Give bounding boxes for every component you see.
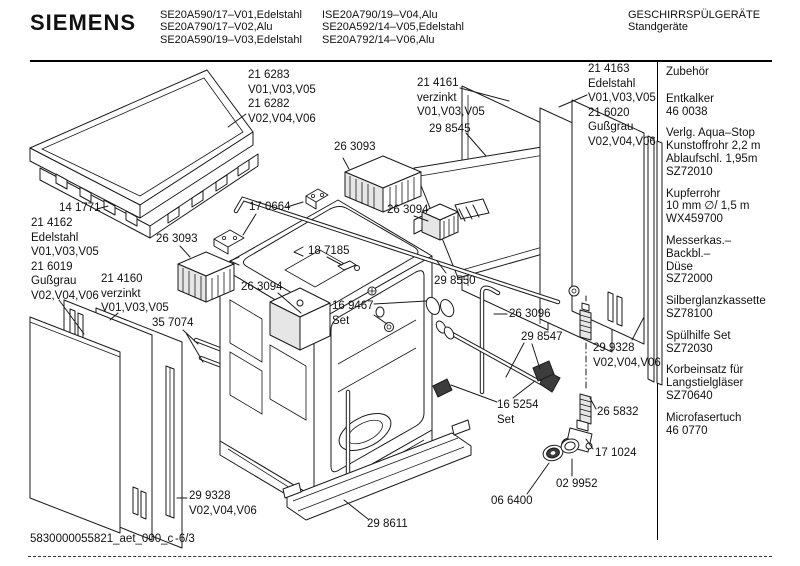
part-label: 17 0664 <box>249 201 291 213</box>
part-tube-298550 <box>233 196 561 305</box>
part-label: 16 5254 Set <box>497 399 539 426</box>
accessory-item: Korbeinsatz für Langstielgläser SZ70640 <box>666 364 744 402</box>
part-label: 26 3093 <box>156 233 198 245</box>
part-label: 21 4160 verzinkt V01,V03,V05 <box>101 273 169 315</box>
part-module-263093-b <box>177 251 235 303</box>
part-tub-body <box>219 199 433 512</box>
part-label: 29 8545 <box>429 123 471 135</box>
part-label: 29 8611 <box>367 518 408 530</box>
leader-lines <box>58 87 645 520</box>
part-label: 35 7074 <box>152 317 194 329</box>
part-label: 29 9328 V02,V04,V06 <box>593 342 661 369</box>
part-label: 18 7185 <box>308 245 350 257</box>
part-plinth <box>282 419 472 521</box>
part-label: 26 5832 <box>597 406 639 418</box>
part-fastener-set <box>367 285 580 332</box>
accessory-item: Microfasertuch 46 0770 <box>666 411 742 437</box>
page-bottom-rule <box>28 556 772 557</box>
part-module-263094 <box>413 203 459 241</box>
part-label: 21 4161 verzinkt V01,V03,V05 <box>417 77 485 119</box>
part-label: 21 4163 Edelstahl V01,V03,V05 21 6020 Gu… <box>588 63 656 148</box>
part-module-263093-a <box>344 155 422 213</box>
part-label: 26 3096 <box>509 308 551 320</box>
page-number: -6/3 <box>175 533 195 545</box>
model-list-col2: ISE20A790/19–V04,Alu SE20A592/14–V05,Ede… <box>322 9 464 46</box>
part-label: 29 8547 <box>521 331 563 343</box>
accessories-sidebar: Zubehör Entkalker 46 0038 Verlg. Aqua–St… <box>666 66 772 446</box>
part-label: 29 9328 V02,V04,V06 <box>189 490 257 517</box>
category-subtitle: Standgeräte <box>628 21 688 34</box>
part-label: 06 6400 <box>491 495 533 507</box>
accessory-item: Verlg. Aqua–Stop Kunstoffrohr 2,2 m Abla… <box>666 127 761 178</box>
model-list-col1: SE20A590/17–V01,Edelstahl SE20A790/17–V0… <box>160 9 302 46</box>
accessory-item: Messerkas.–Backbl.– Düse SZ72000 <box>666 234 732 286</box>
header-rule <box>30 60 772 62</box>
part-label: 17 1024 <box>595 447 637 459</box>
part-worktop <box>29 69 259 239</box>
part-latch-187185 <box>229 246 360 271</box>
part-label: 14 1771 <box>59 202 101 214</box>
part-label: 21 4162 Edelstahl V01,V03,V05 21 6019 Gu… <box>31 217 99 302</box>
part-label: 02 9952 <box>556 478 598 490</box>
accessory-item: Spülhilfe Set SZ72030 <box>666 329 731 355</box>
part-label: 21 6283 V01,V03,V05 21 6282 V02,V04,V06 <box>248 69 316 125</box>
category-title: GESCHIRRSPÜLGERÄTE <box>628 9 761 21</box>
part-clamp-170664 <box>213 188 329 255</box>
category-block: GESCHIRRSPÜLGERÄTE Standgeräte <box>628 9 760 34</box>
part-label: 26 3093 <box>334 141 376 153</box>
part-washers <box>542 438 580 462</box>
part-side-panels-left <box>29 299 183 549</box>
accessory-item: Entkalker 46 0038 <box>666 92 714 118</box>
part-label: 26 3094 <box>387 204 429 216</box>
part-label: 16 9467 Set <box>332 300 374 327</box>
part-dispenser <box>269 287 331 351</box>
footer: 5830000055821_aet_000_c -6/3 <box>30 533 195 545</box>
part-hinge-set <box>432 360 555 398</box>
sidebar-title: Zubehör <box>666 66 709 78</box>
part-label: 29 8550 <box>434 275 476 287</box>
siemens-logo: SIEMENS <box>30 10 137 35</box>
part-side-panels-right <box>539 99 663 386</box>
accessory-item: Kupferrohr 10 mm ∅/ 1,5 m WX459700 <box>666 187 750 226</box>
document-id: 5830000055821_aet_000_c <box>30 533 174 545</box>
part-threaded-rods <box>579 295 592 425</box>
part-label: 26 3094 <box>241 281 283 293</box>
part-frame-263096 <box>345 285 501 491</box>
accessory-item: Silberglanzkassette SZ78100 <box>666 295 766 320</box>
